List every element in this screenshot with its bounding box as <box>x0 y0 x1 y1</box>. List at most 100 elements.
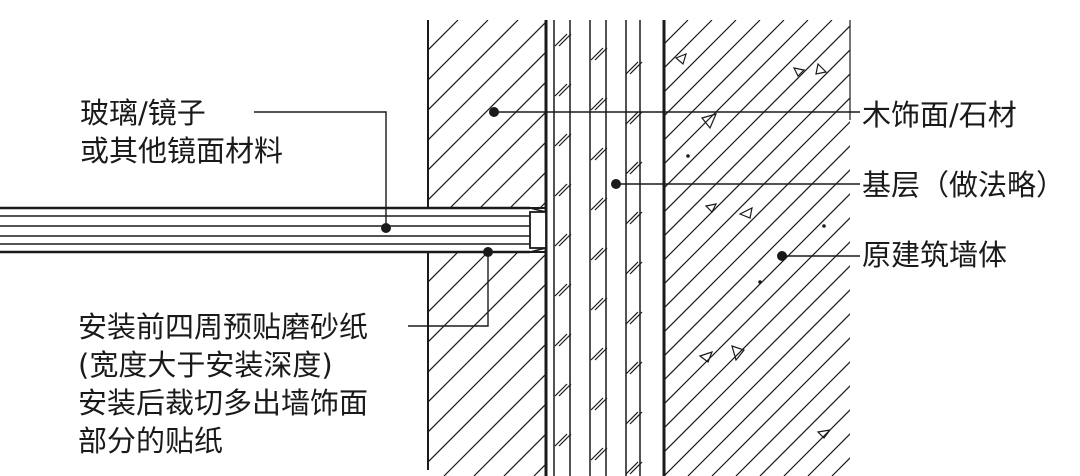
base-tick <box>590 97 604 111</box>
hatch-line <box>735 361 850 476</box>
label-base-layer: 基层（做法略） <box>862 168 1066 202</box>
base-tick <box>590 147 604 161</box>
hatch-line <box>539 201 546 208</box>
base-tick <box>590 447 604 461</box>
base-tick <box>629 311 643 325</box>
hatch-line <box>428 252 489 313</box>
base-tick <box>558 133 572 147</box>
base-tick <box>625 461 639 475</box>
hatch-line <box>428 253 546 373</box>
base-tick <box>590 347 604 361</box>
base-tick <box>554 383 568 397</box>
label-glass-mirror: 玻璃/镜子 或其他镜面材料 <box>80 94 283 170</box>
base-tick <box>554 233 568 247</box>
base-tick <box>594 297 608 311</box>
hatch-line <box>564 252 788 476</box>
hatch-line <box>660 20 848 208</box>
base-tick <box>558 233 572 247</box>
base-tick <box>554 283 568 297</box>
base-tick <box>625 211 639 225</box>
hatch-line <box>428 51 546 171</box>
label-glass-line-2: 或其他镜面材料 <box>80 134 284 168</box>
base-tick <box>594 247 608 261</box>
hatch-line <box>428 21 546 141</box>
base-tick <box>594 347 608 361</box>
base-tick <box>558 283 572 297</box>
hatch-line <box>664 20 833 189</box>
base-tick <box>594 447 608 461</box>
hatch-line <box>503 433 546 476</box>
base-tick <box>625 311 639 325</box>
base-tick <box>629 411 643 425</box>
hatch-line <box>664 121 850 309</box>
hatch-line <box>664 49 850 237</box>
label-original-wall: 原建筑墙体 <box>862 238 1008 272</box>
base-tick <box>629 261 643 275</box>
base-layer-lines <box>553 20 851 476</box>
hatch-line <box>594 252 818 476</box>
base-tick <box>590 297 604 311</box>
base-tick <box>629 111 643 125</box>
hatch-line <box>473 403 546 476</box>
hatch-line <box>1072 20 1080 476</box>
base-tick <box>554 333 568 347</box>
hatch-line <box>664 193 850 381</box>
base-tick <box>554 133 568 147</box>
base-tick <box>625 361 639 375</box>
base-tick <box>590 247 604 261</box>
hatch-line <box>687 313 850 476</box>
base-tick <box>558 383 572 397</box>
hatch-line <box>664 20 785 141</box>
base-tick <box>629 161 643 175</box>
base-tick <box>594 97 608 111</box>
hatch-line <box>714 252 938 476</box>
label-wood-stone: 木饰面/石材 <box>862 98 1017 132</box>
hatch-line <box>664 73 850 261</box>
label-sandpaper-note: 安装前四周预贴磨砂纸 (宽度大于安装深度) 安装后裁切多出墙饰面 部分的贴纸 <box>78 308 368 460</box>
hatch-line <box>1048 20 1080 476</box>
hatch-line <box>744 252 968 476</box>
base-tick <box>625 411 639 425</box>
label-sand-line-2: (宽度大于安装深度) <box>78 348 333 382</box>
base-tick <box>558 333 572 347</box>
wood-facing-hatch-top <box>428 20 848 208</box>
hatch-line <box>711 337 850 476</box>
base-tick <box>629 461 643 475</box>
hatch-line <box>654 252 878 476</box>
hatch-line <box>664 145 850 333</box>
label-glass-line-1: 玻璃/镜子 <box>80 96 206 130</box>
hatch-line <box>624 252 848 476</box>
glass-panel <box>0 206 547 254</box>
label-sand-line-1: 安装前四周预贴磨砂纸 <box>78 310 369 344</box>
hatch-line <box>428 20 459 51</box>
hatch-line <box>428 20 519 111</box>
hatch-line <box>664 241 850 429</box>
hatch-line <box>664 97 850 285</box>
wall-aggregate-marks <box>674 52 832 439</box>
label-sand-line-4: 部分的贴纸 <box>78 424 224 458</box>
hatch-line <box>664 169 850 357</box>
base-tick <box>554 433 568 447</box>
base-tick <box>594 147 608 161</box>
base-tick <box>590 397 604 411</box>
hatch-line <box>428 343 546 463</box>
hatch-line <box>533 463 546 476</box>
hatch-line <box>664 217 850 405</box>
hatch-line <box>664 25 850 213</box>
hatch-line <box>600 20 788 208</box>
hatch-line <box>443 373 546 476</box>
hatch-line <box>428 313 546 433</box>
wood-facing-hatch-bottom <box>428 252 968 476</box>
base-tick <box>594 197 608 211</box>
hatch-line <box>509 171 546 208</box>
base-tick <box>629 361 643 375</box>
base-tick <box>554 33 568 47</box>
leader-lines <box>254 111 860 327</box>
base-tick <box>625 61 639 75</box>
base-tick <box>554 183 568 197</box>
hatch-line <box>479 141 546 208</box>
base-tick <box>558 33 572 47</box>
hatch-line <box>428 81 546 201</box>
